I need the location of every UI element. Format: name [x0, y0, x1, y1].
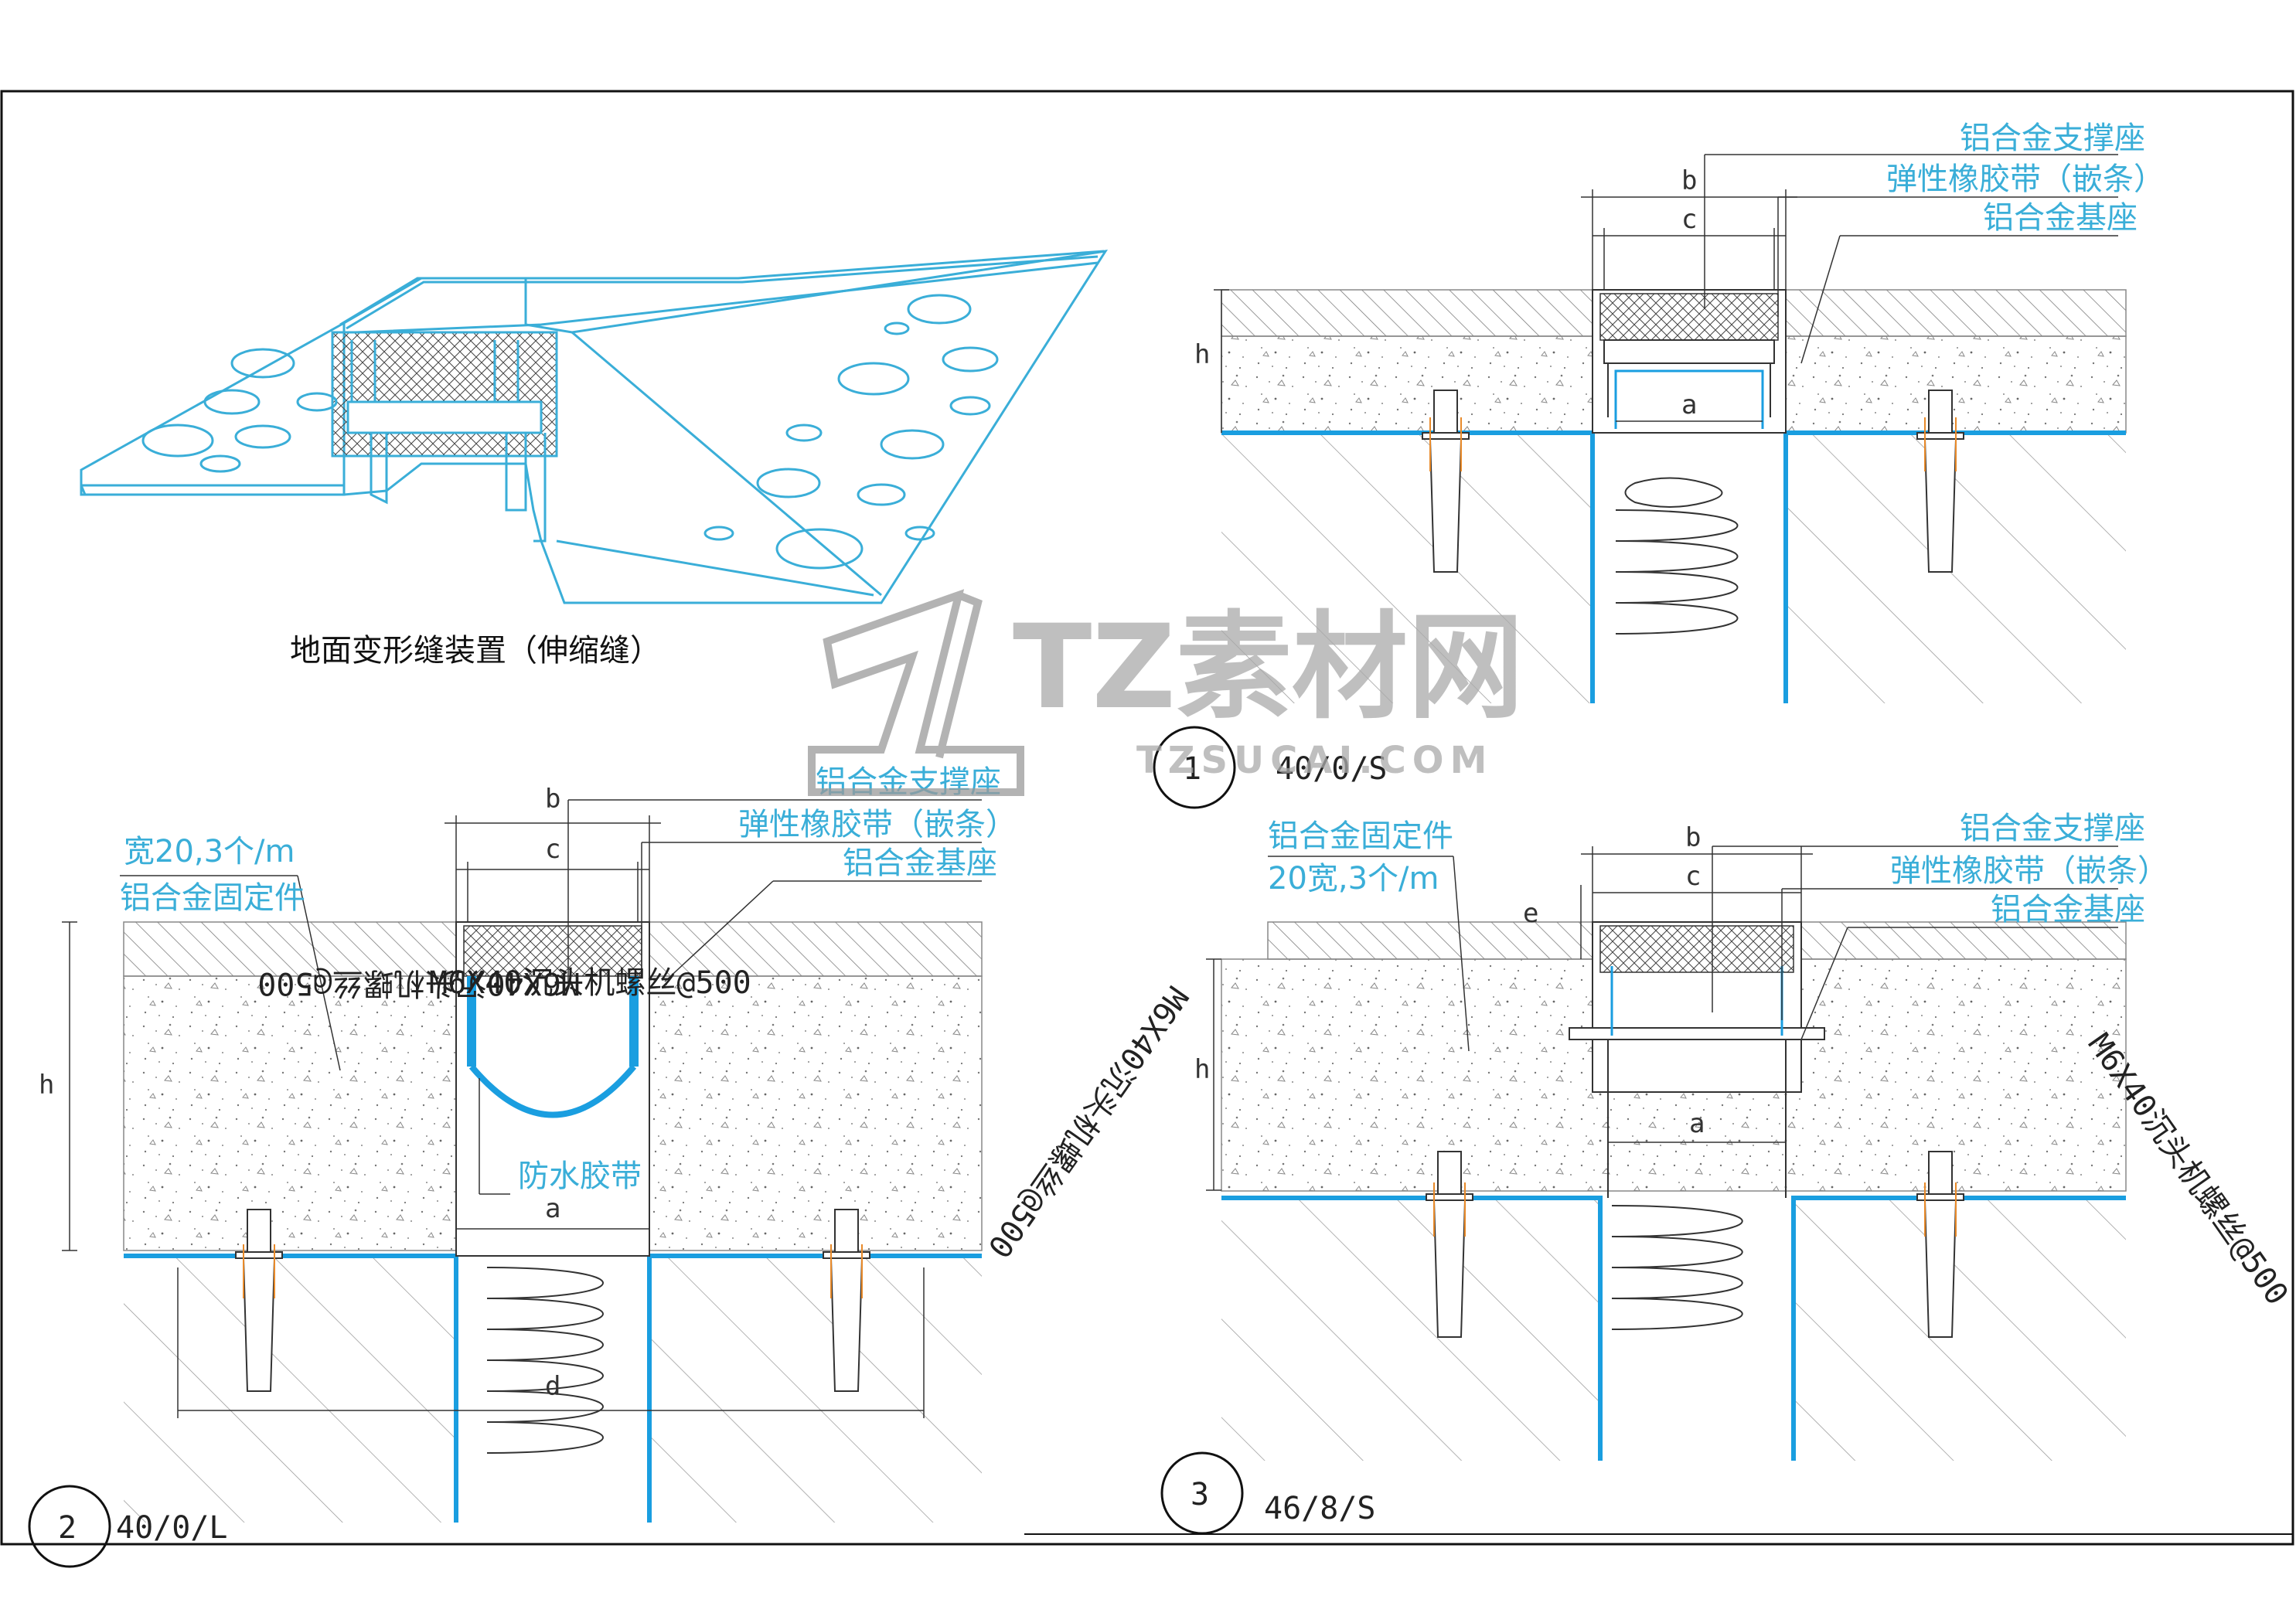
d1-dim-h: h [1194, 339, 1210, 370]
d3-dim-e: e [1523, 898, 1538, 929]
d2-dim-a: a [545, 1193, 560, 1224]
detail-1: 铝合金支撑座 弹性橡胶带（嵌条） 铝合金基座 b c a h 1 40/0/S [1153, 121, 2165, 809]
d3-detail-marker [1160, 1451, 1244, 1535]
detail-2: 铝合金支撑座 弹性橡胶带（嵌条） 铝合金基座 宽20,3个/m 铝合金固定件 防… [28, 764, 1017, 1568]
d2-label-fixer-width: 宽20,3个/m [124, 834, 295, 869]
d2-label-waterproof: 防水胶带 [518, 1159, 642, 1194]
d2-dim-d: d [545, 1371, 560, 1402]
d3-label-rubber: 弹性橡胶带（嵌条） [1890, 853, 2168, 889]
d3-label-support: 铝合金支撑座 [1960, 811, 2145, 846]
watermark: TZ素材网 TZSUCAI.COM [808, 589, 1524, 796]
d1-detail-number: 1 [1183, 751, 1201, 787]
d3-dim-b: b [1685, 822, 1701, 853]
d1-detail-code: 40/0/S [1276, 751, 1388, 787]
d2-detail-number: 2 [58, 1510, 77, 1546]
d3-label-base: 铝合金基座 [1991, 892, 2145, 927]
d2-screw-right: M6X40沉头机螺丝@500 [429, 965, 751, 1001]
d1-label-rubber: 弹性橡胶带（嵌条） [1886, 162, 2165, 197]
d3-label-fixer-width: 20宽,3个/m [1268, 861, 1439, 897]
d3-dim-c: c [1685, 861, 1701, 892]
isometric-title: 地面变形缝装置（伸缩缝） [290, 633, 661, 669]
sheet-frame [0, 90, 2294, 1546]
d2-screw-left: M6X40沉头机螺丝@500 [257, 965, 580, 1001]
d3-dim-h: h [1194, 1054, 1210, 1085]
d3-dim-a: a [1689, 1108, 1705, 1139]
d2-dim-c: c [545, 834, 560, 865]
d2-dim-b: b [545, 784, 560, 815]
d2-detail-code: 40/0/L [116, 1510, 228, 1546]
d1-dim-a: a [1681, 390, 1697, 420]
isometric-view [80, 250, 1109, 604]
d1-detail-marker [1153, 726, 1236, 809]
d3-label-fixer: 铝合金固定件 [1268, 818, 1453, 854]
d1-label-support: 铝合金支撑座 [1960, 121, 2145, 156]
watermark-logo [808, 589, 1024, 796]
watermark-brand: TZ素材网 [1013, 601, 1524, 735]
watermark-url: TZSUCAI.COM [1136, 739, 1493, 782]
d2-label-fixer: 铝合金固定件 [120, 880, 305, 916]
d1-dim-b: b [1681, 165, 1697, 196]
d3-screw-left: M6X40沉头机螺丝@500 [980, 980, 1194, 1264]
d3-detail-code: 46/8/S [1264, 1491, 1376, 1526]
d2-label-base: 铝合金基座 [843, 846, 997, 881]
d1-label-base: 铝合金基座 [1983, 200, 2138, 236]
detail-3: 铝合金支撑座 弹性橡胶带（嵌条） 铝合金基座 铝合金固定件 20宽,3个/m M… [980, 811, 2295, 1535]
d1-dim-c: c [1681, 204, 1697, 235]
d2-detail-marker [28, 1485, 111, 1568]
d2-dim-h: h [39, 1070, 54, 1101]
d2-label-rubber: 弹性橡胶带（嵌条） [738, 807, 1017, 842]
d3-detail-number: 3 [1191, 1477, 1209, 1512]
